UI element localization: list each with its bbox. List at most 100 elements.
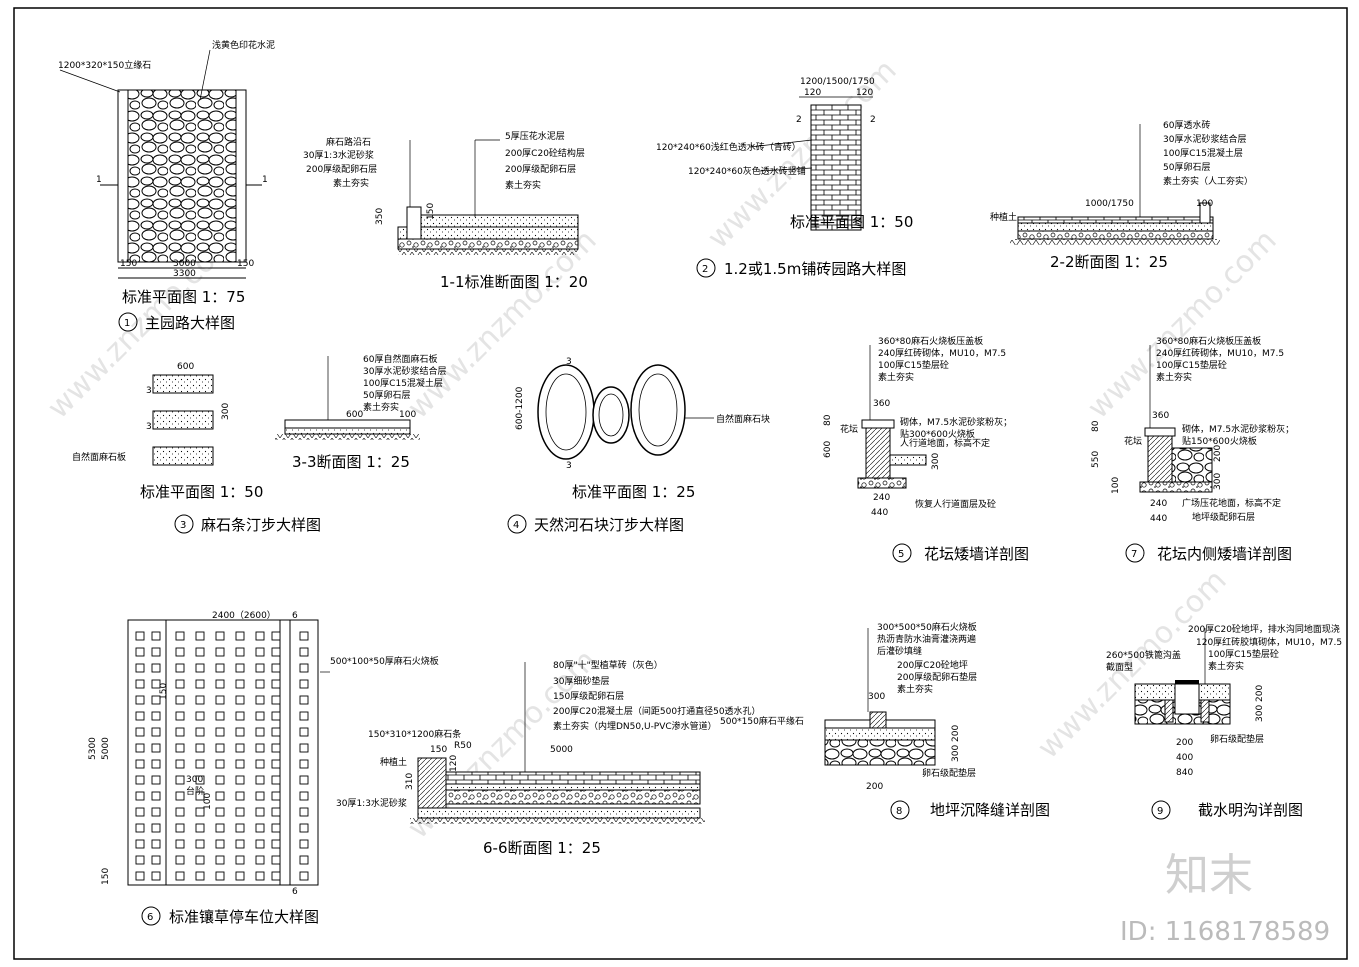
- svg-text:30厚细砂垫层: 30厚细砂垫层: [553, 675, 609, 687]
- grass-cell: [235, 807, 245, 817]
- grass-cell: [235, 695, 245, 705]
- svg-text:310: 310: [405, 773, 415, 790]
- grass-cell: [271, 871, 281, 881]
- svg-text:50厚卵石层: 50厚卵石层: [1163, 162, 1210, 173]
- grass-cell: [215, 711, 225, 721]
- grass-cell: [299, 871, 309, 881]
- grass-cell: [195, 679, 205, 689]
- grass-cell: [271, 631, 281, 641]
- grass-cell: [271, 855, 281, 865]
- grass-cell: [175, 711, 185, 721]
- svg-text:素土夯实: 素土夯实: [878, 371, 914, 383]
- grass-cell: [135, 631, 145, 641]
- svg-text:100厚C15垫层砼: 100厚C15垫层砼: [1156, 359, 1227, 371]
- svg-text:5300: 5300: [88, 737, 98, 760]
- grass-cell: [215, 775, 225, 785]
- grass-cell: [255, 743, 265, 753]
- detail-title: 1.2或1.5m铺砖园路大样图: [724, 260, 906, 278]
- svg-text:2: 2: [870, 115, 876, 125]
- grass-cell: [135, 711, 145, 721]
- grass-cell: [135, 727, 145, 737]
- grass-cell: [215, 791, 225, 801]
- grass-cell: [215, 855, 225, 865]
- svg-text:120*240*60灰色透水砖竖铺: 120*240*60灰色透水砖竖铺: [688, 165, 806, 177]
- grass-cell: [235, 631, 245, 641]
- svg-text:6: 6: [292, 611, 298, 621]
- svg-text:120*240*60浅红色透水砖（青砖）: 120*240*60浅红色透水砖（青砖）: [656, 141, 801, 153]
- grass-cell: [175, 871, 185, 881]
- grass-cell: [255, 839, 265, 849]
- grass-cell: [215, 727, 225, 737]
- grass-cell: [175, 791, 185, 801]
- grass-cell: [215, 759, 225, 769]
- svg-text:150: 150: [430, 745, 447, 755]
- svg-text:300: 300: [186, 775, 203, 785]
- svg-text:80: 80: [823, 414, 833, 426]
- grass-cell: [299, 711, 309, 721]
- grass-cell: [151, 679, 161, 689]
- grass-cell: [151, 759, 161, 769]
- detail-3-stone-step: 600 300 3 3 自然面麻石板 标准平面图 1：50 3 麻石条汀步大样图: [72, 362, 321, 534]
- grass-cell: [271, 839, 281, 849]
- svg-text:2: 2: [796, 115, 802, 125]
- svg-text:30厚1:3水泥砂浆: 30厚1:3水泥砂浆: [336, 797, 407, 809]
- grass-cell: [175, 663, 185, 673]
- svg-text:素土夯实: 素土夯实: [363, 401, 399, 413]
- svg-text:200厚级配卵石层: 200厚级配卵石层: [505, 163, 576, 175]
- grass-cell: [299, 823, 309, 833]
- detail-9-drainage-channel: 200厚C20砼地坪，排水沟同地面现浇 120厚红砖胶填砌体，MU10，M7.5…: [1106, 623, 1342, 820]
- grass-cell: [255, 695, 265, 705]
- svg-text:360*80麻石火烧板压盖板: 360*80麻石火烧板压盖板: [1156, 335, 1261, 347]
- svg-text:3: 3: [146, 386, 152, 396]
- svg-text:3000: 3000: [173, 259, 196, 269]
- svg-text:240厚红砖砌体，MU10，M7.5: 240厚红砖砌体，MU10，M7.5: [1156, 347, 1284, 359]
- grass-cell: [299, 791, 309, 801]
- svg-text:300*500*50麻石火烧板: 300*500*50麻石火烧板: [877, 621, 977, 633]
- detail-6-parking-plan: 2400（2600） 5300 5000 150 300 100 台阶 150 …: [88, 610, 439, 926]
- svg-text:1000/1750: 1000/1750: [1085, 199, 1134, 209]
- grass-cell: [151, 631, 161, 641]
- grass-cell: [215, 871, 225, 881]
- svg-text:120厚红砖胶填砌体，MU10，M7.5: 120厚红砖胶填砌体，MU10，M7.5: [1196, 636, 1342, 648]
- grass-cell: [151, 711, 161, 721]
- svg-text:360*80麻石火烧板压盖板: 360*80麻石火烧板压盖板: [878, 335, 983, 347]
- svg-text:30厚1:3水泥砂浆: 30厚1:3水泥砂浆: [303, 149, 374, 161]
- svg-text:100厚C15混凝土层: 100厚C15混凝土层: [1163, 147, 1243, 159]
- svg-text:后灌砂填缝: 后灌砂填缝: [877, 645, 922, 657]
- grass-cell: [235, 663, 245, 673]
- section-1-1: 5厚压花水泥层 200厚C20砼结构层 200厚级配卵石层 素土夯实 麻石路沿石…: [303, 130, 588, 291]
- label-curb: 1200*320*150立缘石: [58, 59, 151, 71]
- svg-text:600: 600: [177, 362, 194, 372]
- grass-cell: [235, 775, 245, 785]
- grass-cell: [299, 663, 309, 673]
- grass-cell: [235, 759, 245, 769]
- grass-cell: [151, 727, 161, 737]
- svg-text:240: 240: [1150, 499, 1167, 509]
- svg-text:300: 300: [931, 453, 941, 470]
- svg-text:350: 350: [375, 208, 385, 225]
- grass-cell: [255, 711, 265, 721]
- detail-title: 花坛矮墙详剖图: [924, 545, 1029, 563]
- detail-title: 截水明沟详剖图: [1198, 801, 1303, 819]
- grass-cell: [235, 839, 245, 849]
- grass-cell: [215, 807, 225, 817]
- grass-cell: [195, 727, 205, 737]
- grass-cell: [195, 663, 205, 673]
- subtitle: 标准平面图 1：75: [122, 288, 245, 306]
- section-3-3: 60厚自然面麻石板 30厚水泥砂浆结合层 100厚C15混凝土层 50厚卵石层 …: [275, 353, 446, 471]
- grass-cell: [195, 647, 205, 657]
- svg-text:30厚水泥砂浆结合层: 30厚水泥砂浆结合层: [1163, 133, 1246, 145]
- svg-text:150*310*1200麻石条: 150*310*1200麻石条: [368, 728, 461, 740]
- svg-text:6: 6: [292, 887, 298, 897]
- grass-cell: [175, 775, 185, 785]
- sheet-border: [13, 7, 1348, 960]
- svg-text:500*100*50厚麻石火烧板: 500*100*50厚麻石火烧板: [330, 655, 439, 667]
- svg-text:150厚级配卵石层: 150厚级配卵石层: [553, 690, 624, 702]
- id-watermark: ID: 1168178589: [1120, 917, 1330, 947]
- grass-cell: [215, 663, 225, 673]
- grass-cell: [235, 711, 245, 721]
- grass-cell: [235, 647, 245, 657]
- section-title: 3-3断面图 1：25: [292, 453, 410, 471]
- svg-text:100厚C15垫层砼: 100厚C15垫层砼: [1208, 648, 1279, 660]
- grass-cell: [135, 839, 145, 849]
